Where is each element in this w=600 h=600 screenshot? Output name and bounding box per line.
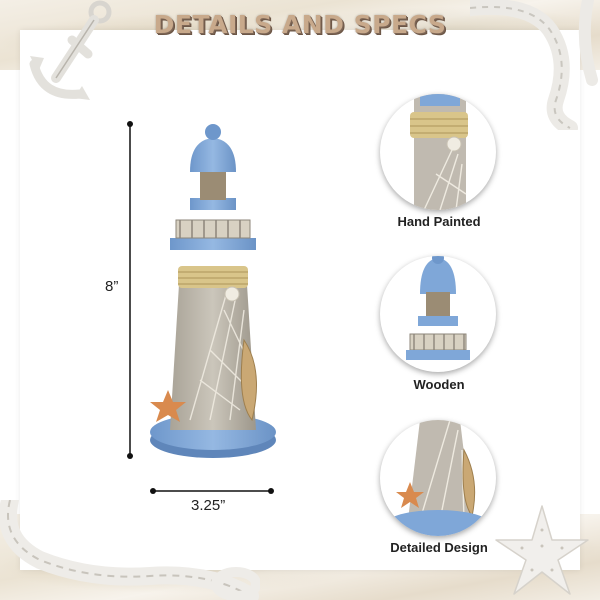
height-dimension-line: [127, 121, 133, 459]
lighthouse-rope-closeup-icon: [410, 94, 468, 210]
feature-circle-wooden: [380, 256, 496, 372]
rope-icon: [470, 0, 598, 130]
feature-circle-hand-painted: [380, 94, 496, 210]
feature-label-detailed-design: Detailed Design: [390, 540, 488, 555]
width-dimension-line: [150, 488, 274, 494]
feature-label-wooden: Wooden: [413, 377, 465, 392]
rope-coil-icon: [0, 500, 260, 600]
feature-circle-detailed-design: [380, 420, 496, 536]
width-label: 3.25”: [191, 497, 226, 514]
page-title: DETAILS AND SPECS: [153, 10, 447, 39]
lighthouse-top-closeup-icon: [406, 256, 470, 360]
height-label: 8”: [105, 278, 119, 295]
anchor-icon: [29, 0, 112, 100]
lighthouse-product-image: [150, 124, 276, 458]
lighthouse-base-closeup-icon: [386, 420, 490, 536]
starfish-icon: [495, 505, 589, 595]
feature-label-hand-painted: Hand Painted: [397, 214, 481, 229]
